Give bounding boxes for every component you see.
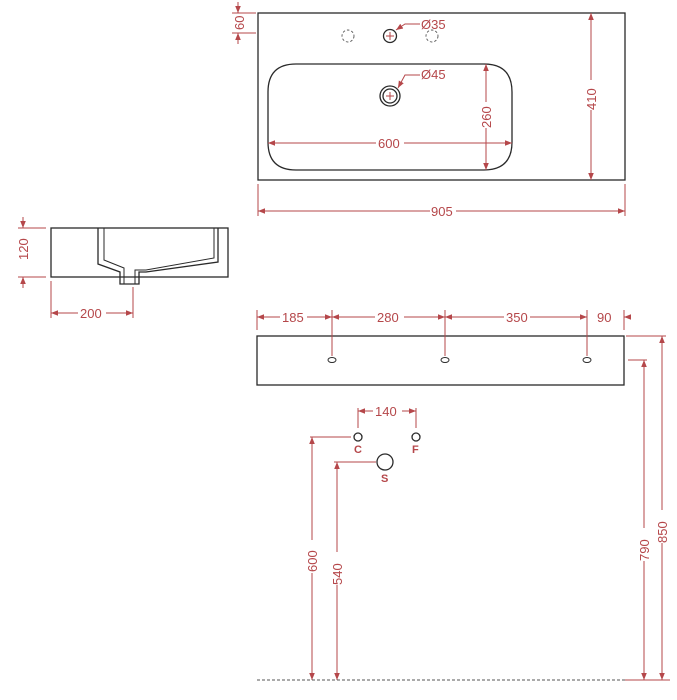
fixing-hole-3	[582, 357, 592, 363]
supply-height-dim: 600	[305, 550, 320, 572]
segment-3-dim: 350	[506, 310, 528, 325]
basin-outline	[267, 63, 513, 171]
waste-label: S	[381, 473, 388, 485]
front-view: 185 280 350 90	[256, 310, 631, 386]
front-outline	[256, 335, 625, 386]
overall-depth-dim: 410	[584, 88, 599, 110]
fixing-hole-1	[327, 357, 337, 363]
hot-supply	[353, 432, 363, 442]
hot-label: C	[354, 444, 362, 456]
section-view: 120 200	[16, 217, 229, 321]
cold-supply	[411, 432, 421, 442]
supply-spacing-dim: 140	[375, 404, 397, 419]
basin-section-inner	[97, 228, 219, 285]
tap-offset-dim: 60	[232, 16, 247, 30]
optional-tap-hole-left	[341, 29, 355, 43]
waste-outlet	[376, 453, 394, 471]
basin-depth-dim: 260	[479, 106, 494, 128]
drain-hole	[379, 85, 401, 107]
segment-4-dim: 90	[597, 310, 611, 325]
overall-width-dim: 905	[431, 204, 453, 219]
top-view: Ø35 Ø45 60 260 410 600 905	[232, 2, 626, 219]
cold-label: F	[412, 444, 419, 456]
tap-hole	[382, 28, 398, 44]
fixing-hole-2	[440, 357, 450, 363]
top-height-dim: 850	[655, 521, 670, 543]
waste-height-dim: 540	[330, 563, 345, 585]
section-height-dim: 120	[16, 238, 31, 260]
optional-tap-hole-right	[425, 29, 439, 43]
tap-hole-diameter-label: Ø35	[421, 17, 446, 32]
countertop-outline	[257, 12, 626, 181]
bottom-height-dim: 790	[637, 539, 652, 561]
drain-diameter-label: Ø45	[421, 67, 446, 82]
segment-2-dim: 280	[377, 310, 399, 325]
drain-offset-dim: 200	[80, 306, 102, 321]
installation-view: 140 C F S 600 540 790 850	[257, 335, 670, 681]
segment-1-dim: 185	[282, 310, 304, 325]
basin-width-dim: 600	[378, 136, 400, 151]
